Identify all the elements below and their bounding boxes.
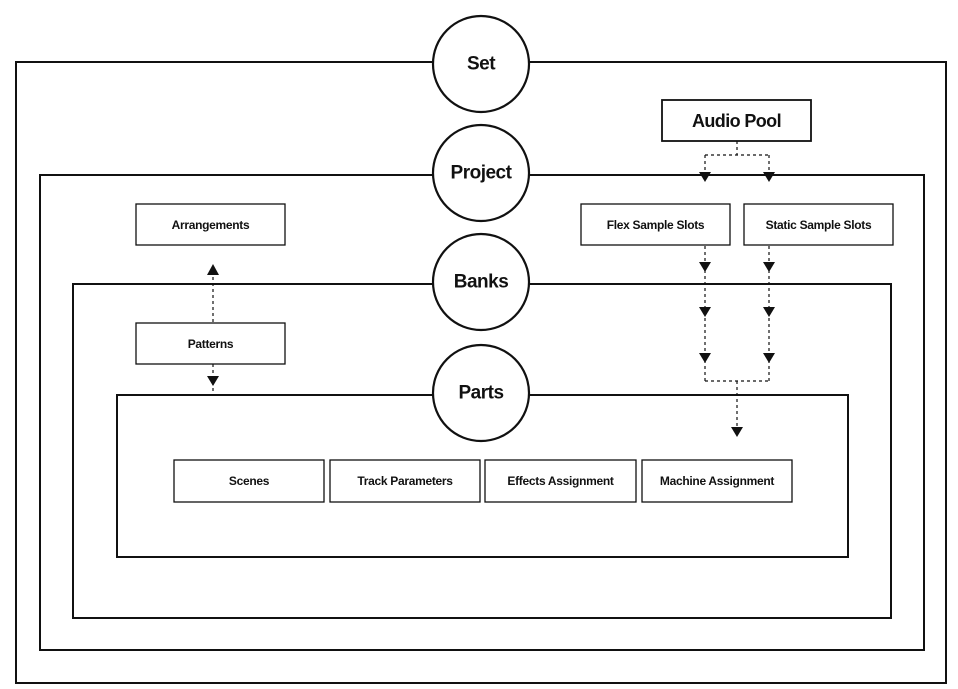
audio-pool-label: Audio Pool <box>692 111 781 131</box>
machine-assignment-rect <box>641 459 793 503</box>
banks-label: Banks <box>454 272 509 293</box>
project-circle <box>431 123 531 223</box>
parts-node: Parts <box>431 343 531 443</box>
effects-assignment-rect <box>484 459 637 503</box>
machine-assignment-label: Machine Assignment <box>660 474 774 488</box>
arrowhead-down-flex-3 <box>699 307 711 317</box>
static-sample-slots-box: Static Sample Slots <box>743 203 894 246</box>
set-node: Set <box>431 14 531 114</box>
arrowhead-down-flex-1 <box>699 172 711 182</box>
audio-pool-box: Audio Pool <box>661 99 812 142</box>
banks-node: Banks <box>431 232 531 332</box>
scenes-rect <box>173 459 325 503</box>
audio-pool-rect <box>661 99 812 142</box>
track-parameters-label: Track Parameters <box>357 474 453 488</box>
parts-circle <box>431 343 531 443</box>
flex-sample-slots-box: Flex Sample Slots <box>580 203 731 246</box>
arrowhead-down-static-2 <box>763 262 775 272</box>
project-label: Project <box>451 163 513 184</box>
arrowhead-down-static-3 <box>763 307 775 317</box>
static-sample-slots-label: Static Sample Slots <box>766 218 872 232</box>
banks-circle <box>431 232 531 332</box>
flex-sample-slots-label: Flex Sample Slots <box>607 218 705 232</box>
effects-assignment-box: Effects Assignment <box>484 459 637 503</box>
machine-assignment-box: Machine Assignment <box>641 459 793 503</box>
parts-label: Parts <box>458 383 503 404</box>
patterns-label: Patterns <box>188 337 234 351</box>
effects-assignment-label: Effects Assignment <box>507 474 613 488</box>
arrowhead-down-static-1 <box>763 172 775 182</box>
arrangements-label: Arrangements <box>172 218 250 232</box>
patterns-rect <box>135 322 286 365</box>
arrowhead-down-patterns <box>207 376 219 386</box>
flex-sample-slots-rect <box>580 203 731 246</box>
arrowhead-up-arrangements <box>207 264 219 275</box>
arrowhead-down-machine <box>731 427 743 437</box>
arrowheads <box>207 172 775 437</box>
arrangements-box: Arrangements <box>135 203 286 246</box>
track-parameters-rect <box>329 459 481 503</box>
arrowhead-down-static-4 <box>763 353 775 363</box>
static-sample-slots-rect <box>743 203 894 246</box>
track-parameters-box: Track Parameters <box>329 459 481 503</box>
arrangements-rect <box>135 203 286 246</box>
set-circle <box>431 14 531 114</box>
arrowhead-down-flex-2 <box>699 262 711 272</box>
scenes-box: Scenes <box>173 459 325 503</box>
project-node: Project <box>431 123 531 223</box>
scenes-label: Scenes <box>229 474 270 488</box>
arrowhead-down-flex-4 <box>699 353 711 363</box>
patterns-box: Patterns <box>135 322 286 365</box>
set-label: Set <box>467 54 496 75</box>
